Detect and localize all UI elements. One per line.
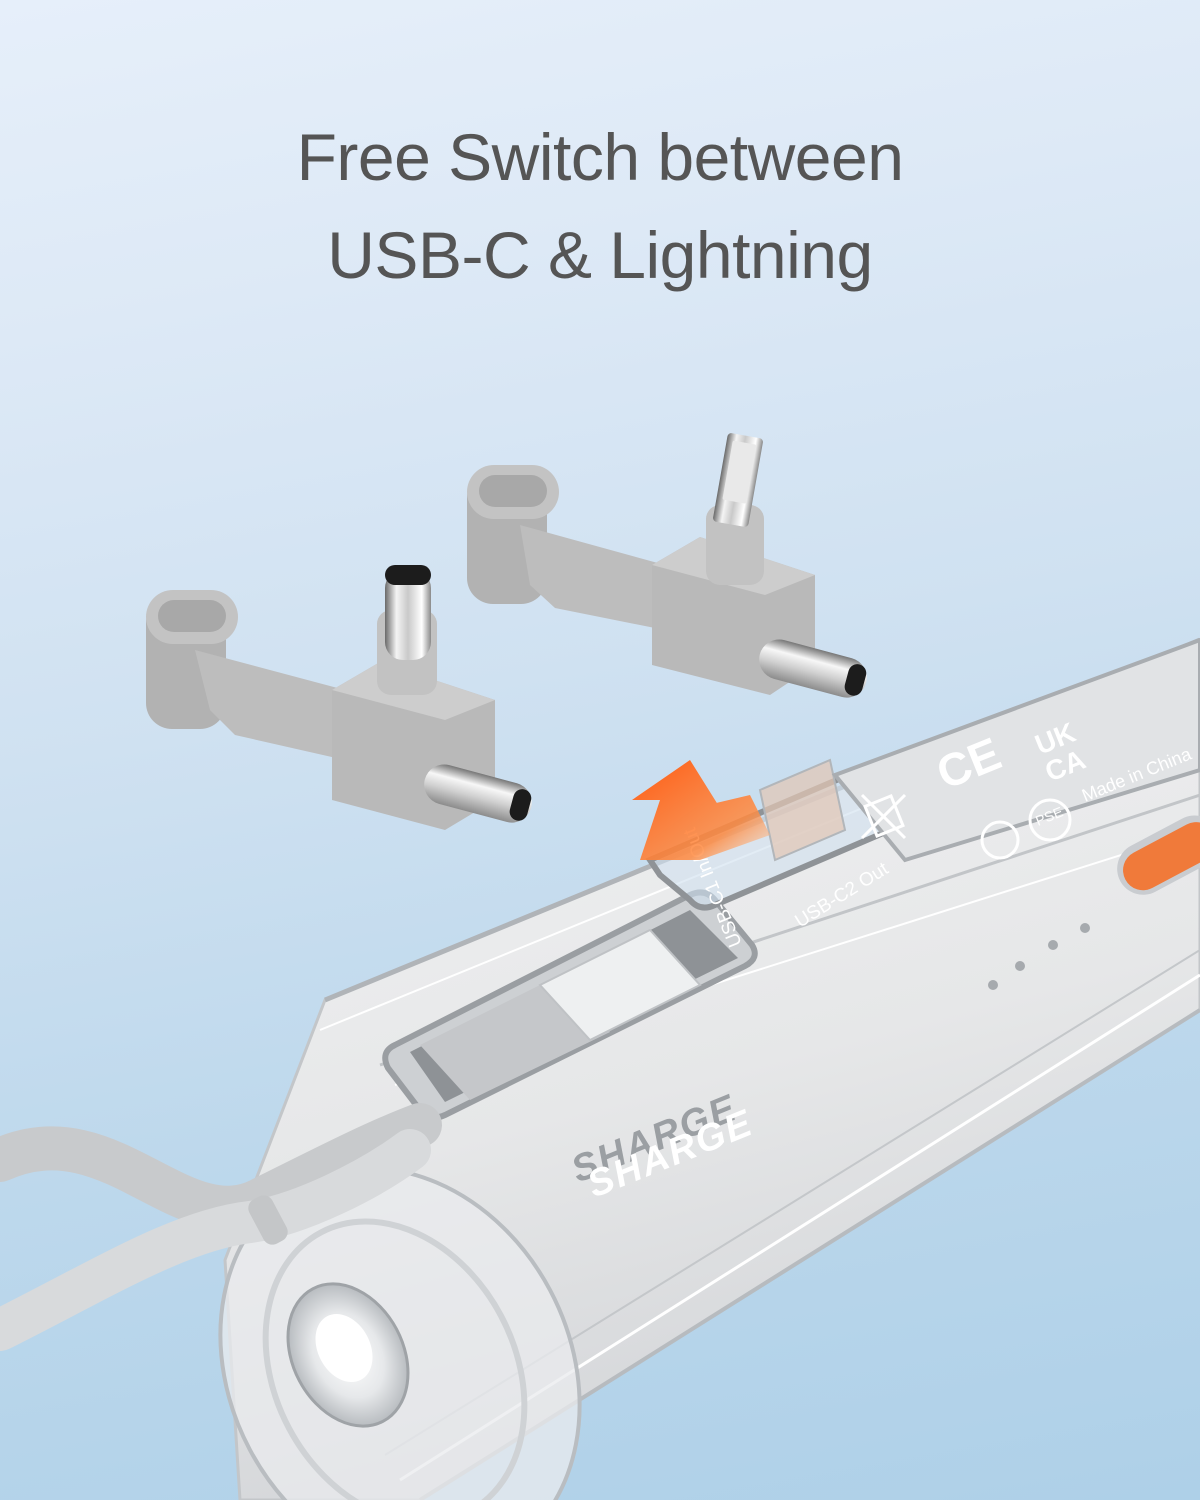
usb-c1-port: [382, 889, 758, 1121]
end-cap: [218, 1166, 582, 1500]
headline-line-1: Free Switch between: [296, 120, 904, 194]
usb-c-adapter: [146, 565, 532, 830]
power-button: [1117, 815, 1200, 895]
certification-label: CE UK CA PSE Made in China: [831, 637, 1200, 863]
pse-mark: [1028, 798, 1072, 842]
rcm-mark: [980, 820, 1020, 860]
headline: Free Switch between USB-C & Lightning: [0, 108, 1200, 304]
headline-line-2: USB-C & Lightning: [327, 218, 873, 292]
weee-bin-icon: [860, 793, 907, 840]
flat-cable: [0, 1103, 442, 1351]
lightning-adapter: [467, 433, 867, 698]
power-bank: CE UK CA PSE Made in China USB-C1 In/Out…: [218, 637, 1200, 1500]
upward-arrow-icon: [632, 760, 770, 860]
battery-led-indicators: [988, 923, 1090, 990]
